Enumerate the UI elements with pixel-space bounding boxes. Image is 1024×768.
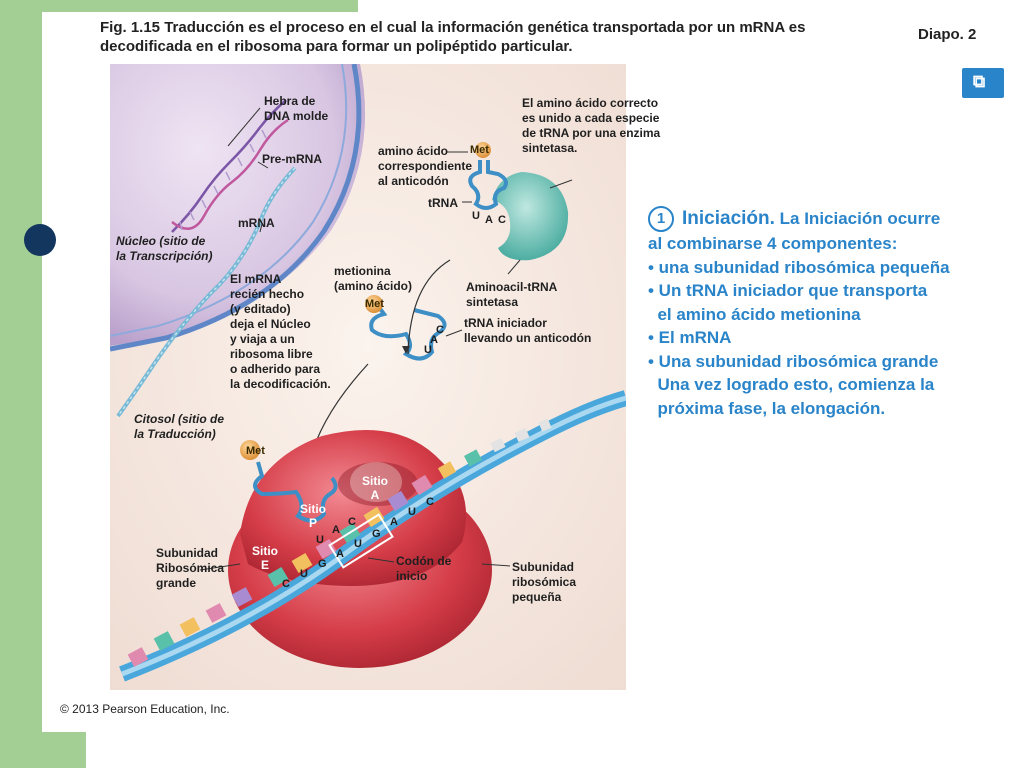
label-met-initiator: Met	[365, 298, 384, 310]
nucleus	[110, 64, 366, 346]
label-site-a: Sitio A	[362, 474, 388, 502]
panel-bullet: • Una subunidad ribosómica grande	[648, 351, 939, 371]
initiator-trna	[369, 304, 447, 361]
initiation-description: 1 Iniciación. La Iniciación ocurre al com…	[648, 206, 992, 420]
panel-bullet: • una subunidad ribosómica pequeña	[648, 257, 950, 277]
translation-figure: Hebra de DNA molde Pre-mRNA mRNA Núcleo …	[110, 64, 660, 690]
panel-line: al combinarse 4 componentes:	[648, 234, 898, 253]
mrna-strand	[116, 166, 297, 418]
label-start-codon: Codón de inicio	[396, 554, 452, 583]
label-mrna: mRNA	[238, 216, 275, 230]
base-c: C	[498, 214, 506, 226]
label-initiator-trna: tRNA iniciador llevando un anticodón	[464, 316, 592, 345]
label-nucleus: Núcleo (sitio de la Transcripción)	[116, 234, 213, 263]
label-cytosol: Citosol (sitio de la Traducción)	[134, 412, 224, 441]
dna-helix	[171, 99, 289, 233]
base-a: A	[332, 524, 340, 536]
base-a: A	[336, 548, 344, 560]
panel-line: Una vez logrado esto, comienza la	[648, 375, 935, 394]
step-number-badge: 1	[648, 206, 674, 232]
step-intro: La Iniciación ocurre	[774, 209, 941, 228]
label-site-e: Sitio E	[252, 544, 278, 572]
base-a: A	[485, 214, 493, 226]
base-a: A	[430, 334, 438, 346]
label-large-subunit: Subunidad Ribosómica grande	[156, 546, 225, 590]
base-u: U	[300, 568, 308, 580]
copyright-notice: © 2013 Pearson Education, Inc.	[60, 702, 230, 716]
translation-diagram	[110, 64, 626, 690]
label-synthetase: Aminoacil-tRNA sintetasa	[466, 280, 558, 309]
panel-line: próxima fase, la elongación.	[648, 398, 886, 418]
panel-line: el amino ácido metionina	[648, 304, 861, 324]
base-u: U	[424, 344, 432, 356]
aminoacyl-trna-synthetase	[492, 172, 569, 261]
met-ball-ribosome	[240, 440, 260, 460]
slide-nav-button[interactable]: ⧉	[962, 68, 1004, 98]
label-amino-acid-anticodon: amino ácido correspondiente al anticodón	[378, 144, 473, 188]
base-c: C	[348, 516, 356, 528]
label-methionine: metionina (amino ácido)	[334, 264, 413, 293]
base-u: U	[354, 538, 362, 550]
panel-heading-line: 1 Iniciación. La Iniciación ocurre	[648, 206, 992, 232]
label-site-p: Sitio P	[300, 502, 326, 530]
met-ball-initiator	[365, 295, 383, 313]
trna-p-site	[253, 461, 338, 523]
slide-number: Diapo. 2	[918, 26, 977, 43]
large-ribosomal-subunit	[240, 429, 467, 586]
label-pre-mrna: Pre-mRNA	[262, 152, 323, 166]
label-trna: tRNA	[428, 196, 458, 210]
panel-bullet: • El mRNA	[648, 328, 732, 347]
nuclear-envelope-inner	[110, 64, 348, 337]
label-dna-strand: Hebra de DNA molde	[264, 94, 329, 123]
figure-title: Fig. 1.15 Traducción es el proceso en el…	[100, 19, 806, 55]
base-g: G	[318, 558, 327, 570]
amino-acid-ball	[475, 142, 491, 158]
base-c: C	[282, 578, 290, 590]
slide-frame-top	[0, 0, 358, 12]
trna-charged	[468, 160, 508, 210]
label-mrna-journey: El mRNA recién hecho (y editado) deja el…	[230, 272, 331, 391]
bullet-dot-decoration	[24, 224, 56, 256]
base-u: U	[472, 210, 480, 222]
base-u: U	[316, 534, 324, 546]
panel-bullet: • Un tRNA iniciador que transporta	[648, 281, 928, 300]
base-c: C	[436, 324, 444, 336]
base-c: C	[426, 496, 434, 508]
copy-icon: ⧉	[973, 72, 986, 91]
label-met-trna: Met	[470, 144, 489, 156]
label-met-ribosome: Met	[246, 445, 265, 457]
base-g: G	[372, 528, 381, 540]
label-synthetase-note: El amino ácido correcto es unido a cada …	[522, 96, 661, 155]
base-u: U	[408, 506, 416, 518]
label-small-subunit: Subunidad ribosómica pequeña	[512, 560, 577, 604]
nuclear-envelope	[110, 64, 362, 352]
base-a: A	[390, 516, 398, 528]
step-title: Iniciación.	[682, 208, 775, 229]
